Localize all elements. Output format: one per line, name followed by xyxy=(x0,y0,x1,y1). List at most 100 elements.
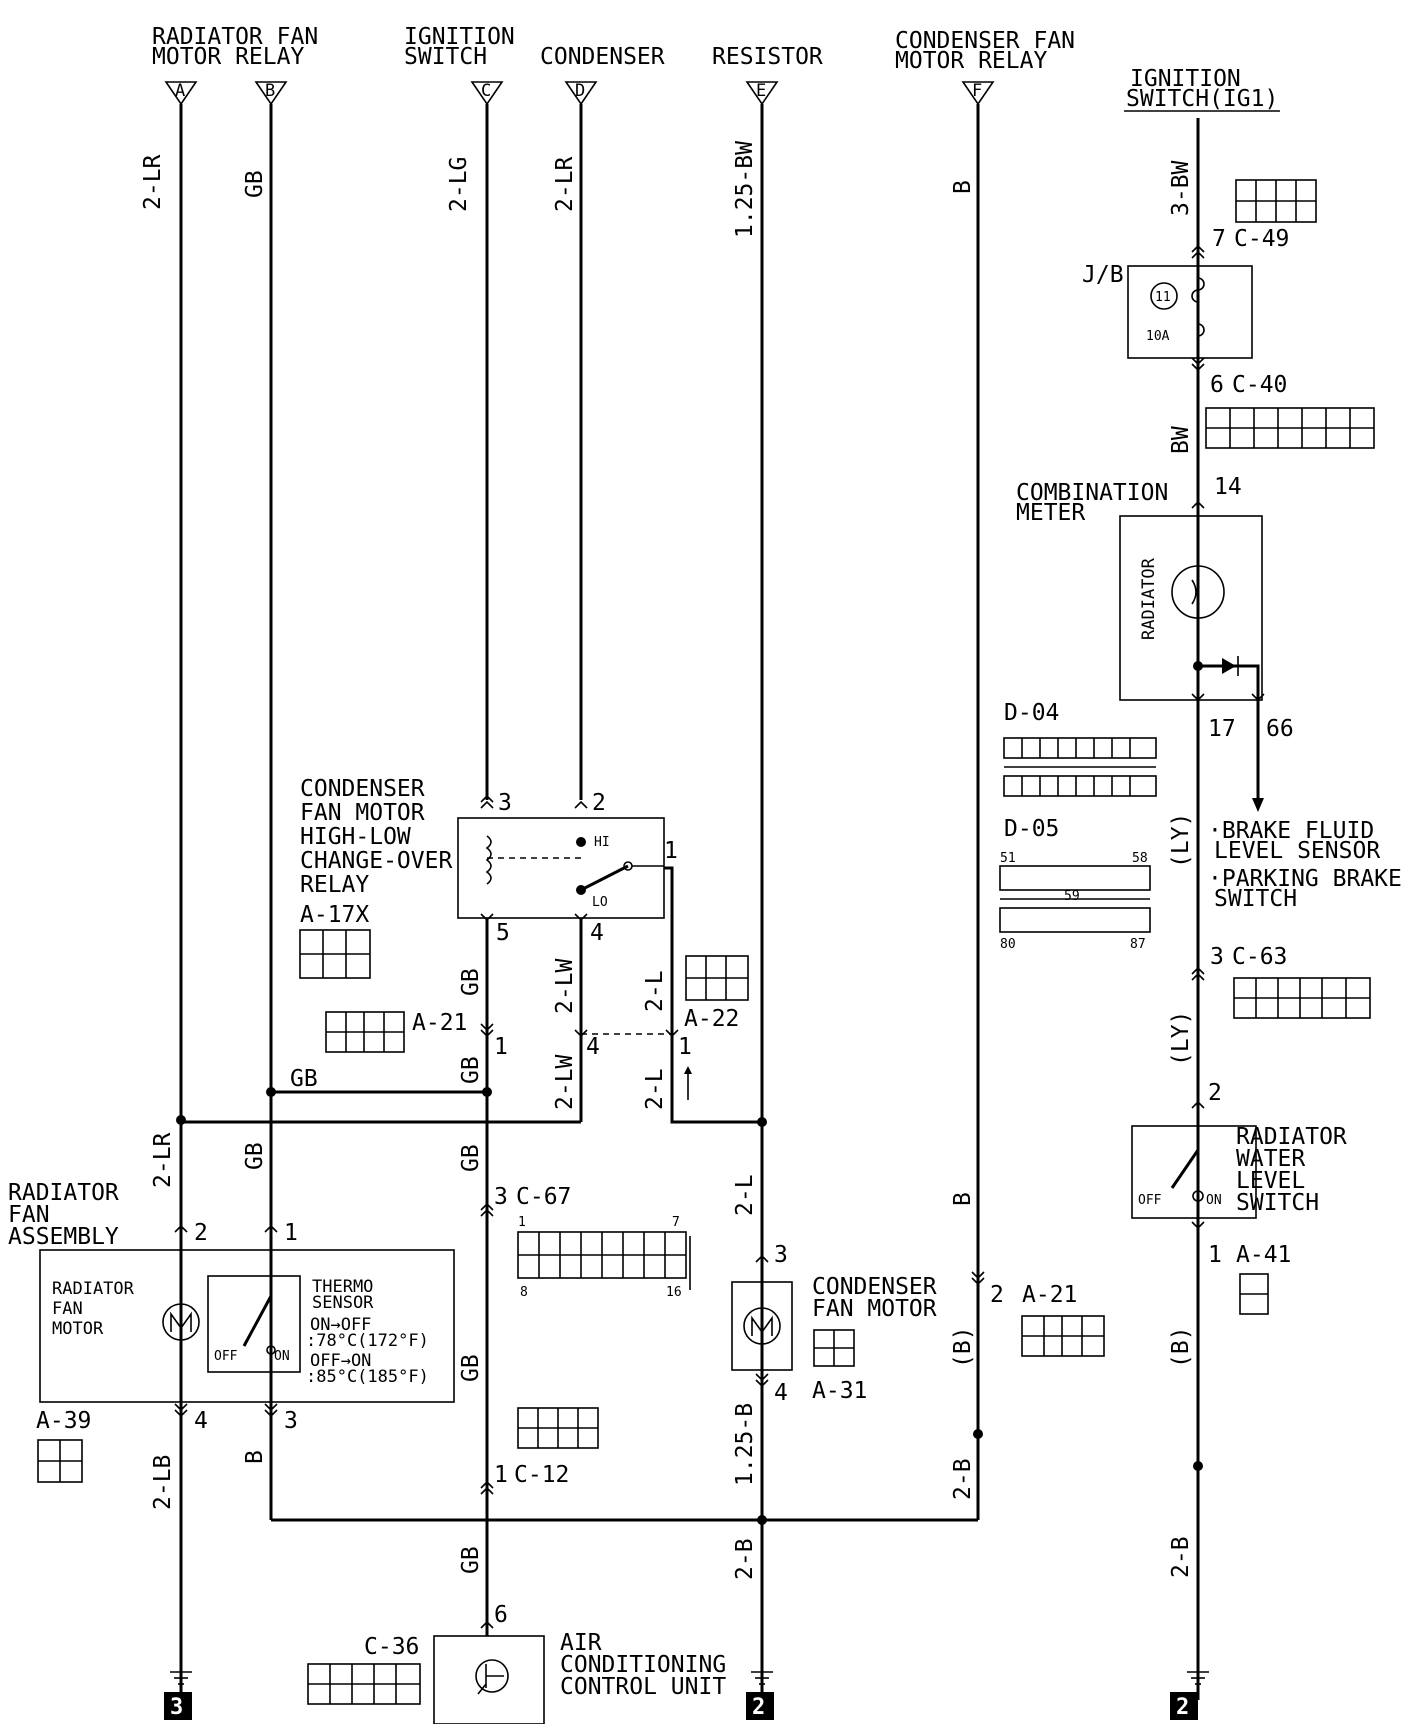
svg-text:2: 2 xyxy=(990,1282,1004,1308)
junction-dots xyxy=(176,661,1203,1525)
svg-text:FAN: FAN xyxy=(8,1202,50,1228)
svg-text:A-17X: A-17X xyxy=(300,902,369,928)
svg-text:4: 4 xyxy=(586,1034,600,1060)
svg-text:4: 4 xyxy=(590,920,604,946)
svg-text:BW: BW xyxy=(1168,426,1194,454)
terminal-f: F xyxy=(961,81,995,106)
svg-text::85°C(185°F): :85°C(185°F) xyxy=(306,1367,429,1387)
svg-text:1: 1 xyxy=(494,1034,508,1060)
svg-text:RADIATOR: RADIATOR xyxy=(1236,1124,1347,1150)
combination-meter: COMBINATION METER 14 RADIATOR 17 66 xyxy=(1016,474,1294,812)
svg-text:7: 7 xyxy=(1212,226,1226,252)
connector-c40: 6 C-40 xyxy=(1205,372,1375,449)
top-label-ignition-switch-ig1: IGNITION SWITCH(IG1) xyxy=(1124,66,1280,112)
connector-d04: D-04 xyxy=(1003,700,1157,797)
svg-text:2: 2 xyxy=(1176,1695,1189,1720)
svg-text:10A: 10A xyxy=(1146,329,1170,344)
svg-text:3: 3 xyxy=(494,1184,508,1210)
svg-text:GB: GB xyxy=(458,1144,484,1172)
svg-text:(LY): (LY) xyxy=(1168,1011,1194,1066)
svg-text:WATER: WATER xyxy=(1236,1146,1305,1172)
svg-text:SENSOR: SENSOR xyxy=(312,1293,374,1313)
svg-text:METER: METER xyxy=(1016,500,1085,526)
svg-text:LEVEL: LEVEL xyxy=(1236,1168,1305,1194)
svg-text:3: 3 xyxy=(284,1408,298,1434)
svg-text:GB: GB xyxy=(290,1066,318,1092)
svg-text:80: 80 xyxy=(1000,937,1016,952)
svg-text:17: 17 xyxy=(1208,716,1236,742)
top-label-ignition-switch: IGNITION SWITCH xyxy=(404,24,515,70)
condenser-fan-motor: 3 CONDENSER FAN MOTOR A-31 4 xyxy=(731,1242,937,1406)
svg-text:3: 3 xyxy=(498,790,512,816)
svg-text:FAN MOTOR: FAN MOTOR xyxy=(300,800,425,826)
svg-text:RADIATOR: RADIATOR xyxy=(8,1180,119,1206)
svg-text:GB: GB xyxy=(458,1354,484,1382)
svg-text:·BRAKE FLUID: ·BRAKE FLUID xyxy=(1208,818,1374,844)
svg-text:D-05: D-05 xyxy=(1004,816,1059,842)
svg-text:1: 1 xyxy=(678,1034,692,1060)
svg-text:A-21: A-21 xyxy=(1022,1282,1077,1308)
svg-text:2: 2 xyxy=(194,1220,208,1246)
svg-text:B: B xyxy=(265,81,275,101)
svg-text:RADIATOR: RADIATOR xyxy=(1139,557,1159,640)
svg-text:ON: ON xyxy=(274,1349,290,1364)
svg-text:RADIATOR: RADIATOR xyxy=(52,1279,135,1299)
svg-text:1.25-B: 1.25-B xyxy=(732,1403,758,1486)
connector-d05: D-05 51 58 59 80 87 xyxy=(999,816,1151,952)
svg-text:2-LW: 2-LW xyxy=(552,1054,578,1110)
svg-text:2-L: 2-L xyxy=(642,970,668,1012)
svg-text:1: 1 xyxy=(494,1462,508,1488)
svg-text:66: 66 xyxy=(1266,716,1294,742)
svg-text:2-B: 2-B xyxy=(732,1538,758,1580)
connector-c12: 1 C-12 xyxy=(494,1407,599,1488)
svg-text:3: 3 xyxy=(170,1695,183,1720)
change-over-relay: CONDENSER FAN MOTOR HIGH-LOW CHANGE-OVER… xyxy=(299,776,678,979)
svg-text:(B): (B) xyxy=(1168,1326,1194,1368)
ground-2: 2 xyxy=(746,1671,774,1720)
top-label-radiator-fan-motor-relay: RADIATOR FAN MOTOR RELAY xyxy=(152,24,318,70)
svg-text:C-36: C-36 xyxy=(364,1634,419,1660)
svg-text:A-21: A-21 xyxy=(412,1010,467,1036)
svg-text:87: 87 xyxy=(1130,937,1146,952)
svg-text:6: 6 xyxy=(494,1602,508,1628)
svg-text:OFF: OFF xyxy=(214,1349,238,1364)
svg-text:ON→OFF: ON→OFF xyxy=(310,1315,371,1335)
svg-text:2-LR: 2-LR xyxy=(552,156,578,212)
connector-marks xyxy=(174,244,1265,1629)
svg-text:C: C xyxy=(481,81,491,101)
svg-text:CONDENSER: CONDENSER xyxy=(300,776,425,802)
brake-notes: ·BRAKE FLUID LEVEL SENSOR ·PARKING BRAKE… xyxy=(1208,818,1402,912)
svg-text:5: 5 xyxy=(496,920,510,946)
svg-text:IGNITION: IGNITION xyxy=(404,24,515,50)
connector-a22: A-22 4 1 xyxy=(586,955,749,1100)
junction-block: J/B 11 10A xyxy=(1082,262,1253,359)
svg-text:HI: HI xyxy=(594,835,610,850)
ground-1: 3 xyxy=(164,1671,192,1720)
svg-text:MOTOR RELAY: MOTOR RELAY xyxy=(895,48,1047,74)
svg-text:J/B: J/B xyxy=(1082,262,1124,288)
svg-text:OFF: OFF xyxy=(1138,1193,1162,1208)
svg-text:11: 11 xyxy=(1155,290,1171,305)
svg-text:CONTROL UNIT: CONTROL UNIT xyxy=(560,1674,726,1700)
svg-text:MOTOR: MOTOR xyxy=(52,1319,104,1339)
svg-text:AIR: AIR xyxy=(560,1630,602,1656)
svg-text:3: 3 xyxy=(1210,944,1224,970)
svg-text:GB: GB xyxy=(242,1142,268,1170)
svg-text:HIGH-LOW: HIGH-LOW xyxy=(300,824,411,850)
svg-text:F: F xyxy=(972,81,982,101)
svg-text:GB: GB xyxy=(242,170,268,198)
svg-text:1: 1 xyxy=(518,1215,526,1230)
svg-text:2-LR: 2-LR xyxy=(150,1132,176,1188)
svg-text:FAN MOTOR: FAN MOTOR xyxy=(812,1296,937,1322)
svg-text:1: 1 xyxy=(284,1220,298,1246)
connector-c63: 3 C-63 xyxy=(1210,944,1371,1019)
svg-text:CHANGE-OVER: CHANGE-OVER xyxy=(300,848,452,874)
svg-text:FAN: FAN xyxy=(52,1299,83,1319)
svg-text:SWITCH: SWITCH xyxy=(1236,1190,1319,1216)
svg-text:2-LW: 2-LW xyxy=(552,958,578,1014)
svg-text:3: 3 xyxy=(774,1242,788,1268)
svg-text:1: 1 xyxy=(1208,1242,1222,1268)
svg-text:C-63: C-63 xyxy=(1232,944,1287,970)
svg-text:C-12: C-12 xyxy=(514,1462,569,1488)
